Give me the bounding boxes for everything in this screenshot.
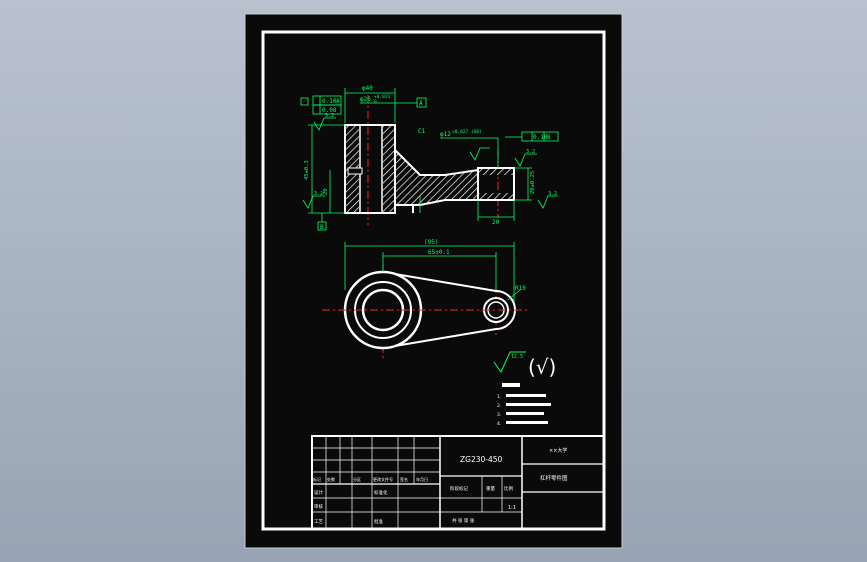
title-block bbox=[311, 435, 605, 530]
row-label-sign: 签名 bbox=[400, 476, 408, 482]
dim-height-20: 20 bbox=[323, 188, 329, 195]
gtol-value-1: 0.10 bbox=[322, 98, 337, 105]
scale-label: 1:1 bbox=[508, 505, 516, 511]
dim-bore: φ26 bbox=[360, 96, 371, 103]
front-view-dimensions bbox=[300, 88, 559, 231]
row-label-change-doc: 更改文件号 bbox=[373, 476, 393, 482]
tech-note-2: 2. bbox=[497, 403, 501, 409]
top-view-dimensions bbox=[344, 242, 521, 302]
checker-label: 审核 bbox=[314, 503, 323, 510]
arm-bottom-edge bbox=[382, 328, 497, 349]
roughness-general-value: 12.5 bbox=[511, 354, 523, 360]
dim-bore-tol: +0.021 bbox=[374, 94, 391, 100]
material-label: ZG230-450 bbox=[460, 455, 503, 464]
dim-small-bore-tol: +0.027 (H8) bbox=[452, 129, 482, 135]
sheets-label: 共 张 第 张 bbox=[452, 517, 475, 524]
dim-center-distance: 65±0.1 bbox=[428, 249, 450, 256]
roughness-other-symbol: (√) bbox=[528, 355, 556, 379]
title-block-text: ZG230-450 ××大学 杠杆零件图 1:1 标记 处数 分区 更改文件号 … bbox=[313, 447, 568, 525]
dim-small-bore: φ12 bbox=[440, 131, 451, 138]
gtol-value-2: 0.08 bbox=[322, 107, 337, 114]
dim-height-right: 20±0.25 bbox=[530, 171, 536, 194]
hatch-right-wall bbox=[383, 126, 394, 212]
roughness-symbol-general bbox=[493, 351, 526, 374]
roughness-value-2: 3.2 bbox=[314, 191, 323, 197]
tech-note-4: 4. bbox=[497, 421, 501, 427]
front-view bbox=[344, 95, 515, 225]
datum-b-label: B bbox=[320, 224, 324, 231]
small-boss-hatch-bottom bbox=[479, 193, 513, 199]
stage-mark-label: 阶段标记 bbox=[450, 485, 468, 492]
gtol-label-a: A bbox=[336, 98, 340, 105]
roughness-value-3: 3.2 bbox=[526, 149, 535, 155]
dim-width-20: 20 bbox=[492, 219, 500, 226]
gtol-value-3: 0.10 bbox=[533, 134, 548, 141]
process-label: 工艺 bbox=[314, 519, 323, 525]
roughness-value-4: 3.2 bbox=[548, 191, 557, 197]
row-label-count: 处数 bbox=[327, 476, 335, 482]
dim-top-diameter: φ40 bbox=[362, 85, 373, 92]
small-boss-hatch-top bbox=[479, 169, 513, 175]
front-view-dim-text: φ40 φ26 +0.021 0 A 0.10 0.08 A 3.2 45±0.… bbox=[304, 85, 557, 231]
top-view-dim-text: (95) 65±0.1 R10 bbox=[424, 239, 526, 292]
datum-a-label: A bbox=[419, 100, 423, 107]
arm-top-edge bbox=[382, 271, 497, 292]
technical-requirements: 1. 2. 3. 4. bbox=[497, 383, 551, 427]
company-label: ××大学 bbox=[549, 447, 567, 454]
row-label-zone: 分区 bbox=[353, 476, 361, 482]
tech-note-1: 1. bbox=[497, 394, 501, 400]
keyway-slot bbox=[347, 167, 363, 175]
tech-note-3: 3. bbox=[497, 412, 501, 418]
ratio-label: 比例 bbox=[504, 485, 513, 492]
surface-finish-note: 12.5 (√) bbox=[493, 351, 556, 379]
dim-overall-length: (95) bbox=[424, 239, 438, 246]
drawing-name-label: 杠杆零件图 bbox=[540, 474, 568, 482]
top-view bbox=[322, 265, 530, 360]
weight-label: 重量 bbox=[486, 485, 495, 492]
standard-label: 标准化 bbox=[374, 489, 388, 496]
dim-height-left: 45±0.3 bbox=[304, 160, 310, 180]
chamfer-c1: C1 bbox=[418, 128, 426, 135]
roughness-value-1: 3.2 bbox=[325, 113, 334, 119]
designer-label: 设计 bbox=[314, 489, 323, 496]
small-boss-outline bbox=[477, 167, 515, 201]
row-label-mark: 标记 bbox=[313, 476, 321, 482]
row-label-date: 年月日 bbox=[416, 476, 428, 482]
dim-bore-tol2: 0 bbox=[374, 99, 377, 105]
gtol-label-b: B bbox=[547, 134, 551, 141]
approve-label: 批准 bbox=[374, 518, 383, 525]
dim-radius: R10 bbox=[515, 285, 526, 292]
